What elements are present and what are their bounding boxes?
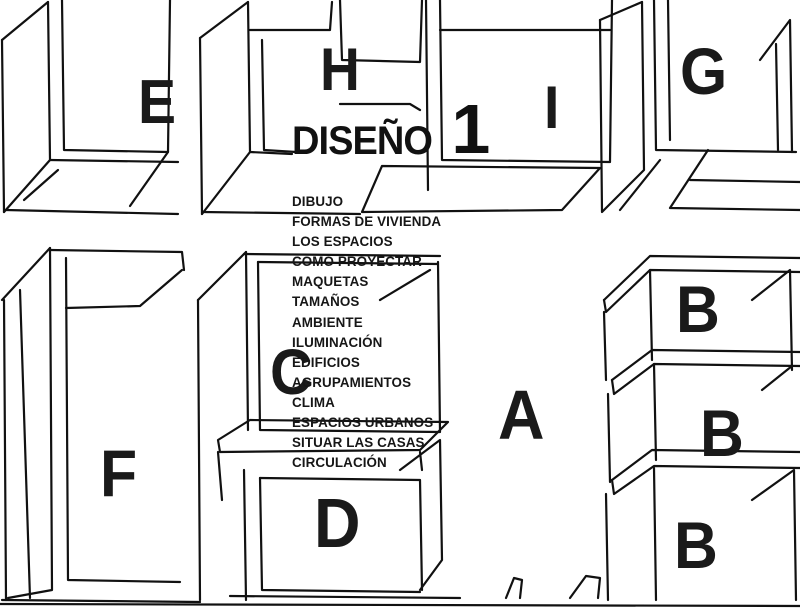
block-h-sketch [198, 0, 424, 216]
block-label-e: E [138, 68, 177, 137]
title-word: DISEÑO [292, 119, 433, 163]
page-title: DISEÑO 1 [292, 90, 490, 168]
contents-item: EDIFICIOS [292, 354, 360, 370]
block-f-sketch [0, 246, 202, 604]
block-g-sketch [652, 0, 800, 212]
contents-item: SITUAR LAS CASAS [292, 435, 425, 451]
block-label-b-top: B [676, 272, 720, 346]
title-number: 1 [451, 90, 490, 168]
block-label-f: F [100, 436, 138, 510]
block-label-i: I [544, 74, 560, 141]
contents-item: AGRUPAMIENTOS [292, 374, 412, 390]
contents-item: CIRCULACIÓN [292, 455, 387, 471]
block-label-b-middle: B [700, 396, 744, 470]
block-label-d: D [314, 484, 361, 562]
contents-list: DIBUJO FORMAS DE VIVIENDA LOS ESPACIOS C… [292, 192, 441, 473]
block-label-a: A [498, 376, 545, 454]
contents-item: MAQUETAS [292, 274, 369, 290]
contents-item: TAMAÑOS [292, 294, 360, 310]
contents-item: COMO PROYECTAR [292, 254, 422, 270]
block-label-c: C [270, 336, 313, 408]
contents-item: LOS ESPACIOS [292, 234, 393, 250]
contents-item: AMBIENTE [292, 314, 363, 330]
block-d-sketch [228, 438, 462, 602]
block-e-sketch [0, 0, 180, 216]
contents-item: ILUMINACIÓN [292, 334, 383, 350]
block-label-b-bottom: B [674, 508, 718, 582]
block-b-sketch [602, 254, 800, 602]
block-i-sketch [360, 0, 662, 214]
block-c-sketch [196, 250, 450, 602]
block-a-sketch [504, 574, 602, 600]
contents-item: ESPACIOS URBANOS [292, 415, 434, 431]
contents-item: DIBUJO [292, 194, 344, 209]
ground-line-sketch [0, 602, 800, 608]
block-label-h: H [320, 36, 360, 103]
contents-item: FORMAS DE VIVIENDA [292, 214, 442, 230]
contents-item: CLIMA [292, 394, 335, 410]
block-label-g: G [680, 34, 728, 108]
